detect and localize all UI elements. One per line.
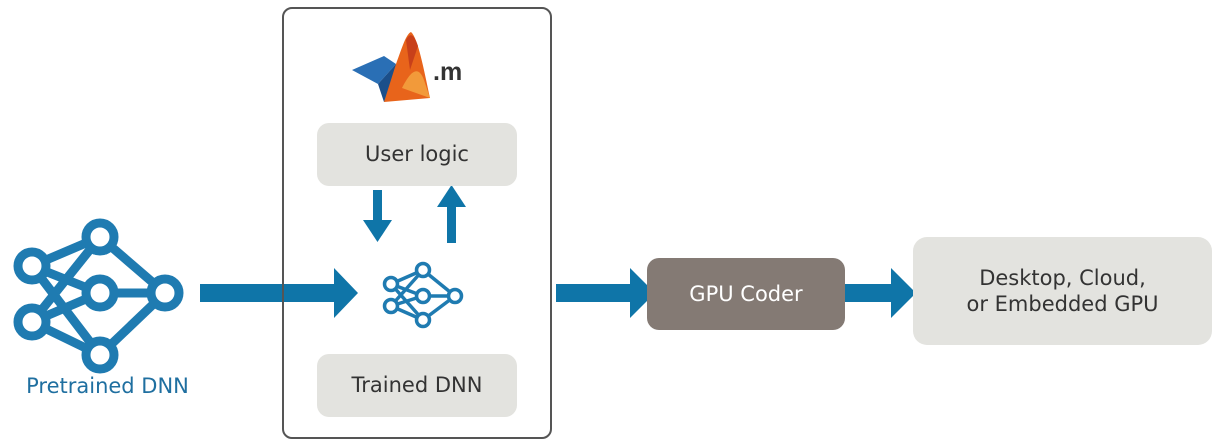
gpu-coder-label: GPU Coder [689,281,803,306]
target-label-line1: Desktop, Cloud, [979,265,1146,290]
pretrained-dnn-label: Pretrained DNN [26,374,189,398]
user-logic-box: User logic [317,123,517,186]
small-network-icon [382,261,464,329]
matlab-container [282,7,552,439]
arrow-to-target [845,268,916,318]
user-logic-label: User logic [365,142,469,167]
m-file-extension: .m [433,58,463,86]
target-label-line2: or Embedded GPU [966,292,1159,316]
arrow-to-matlab [200,268,358,318]
matlab-logo-icon [352,32,430,102]
arrow-to-gpu-coder [556,268,655,318]
trained-dnn-label: Trained DNN [351,373,483,398]
gpu-coder-box: GPU Coder [647,258,845,330]
arrow-up-to-user-logic [437,185,466,243]
pretrained-network-icon [13,218,184,374]
trained-dnn-box: Trained DNN [317,354,517,417]
arrow-down-to-network [363,190,392,242]
target-box: Desktop, Cloud, or Embedded GPU [913,237,1212,345]
